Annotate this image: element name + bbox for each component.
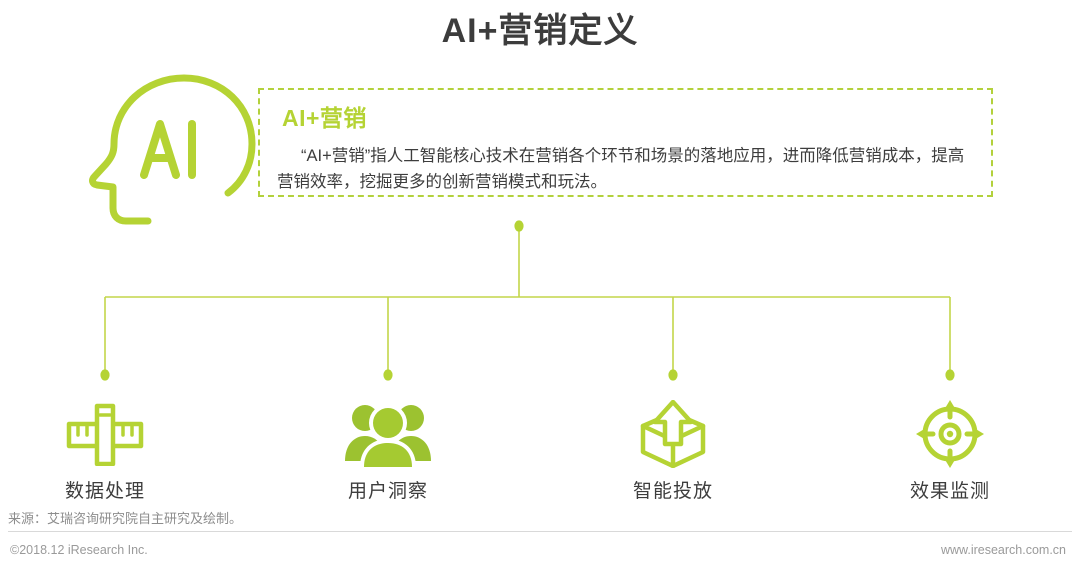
footer-website: www.iresearch.com.cn [940,543,1066,557]
definition-heading: AI+营销 [282,105,367,131]
node-label: 智能投放 [632,481,713,502]
users-group-icon [298,398,478,470]
footer-copyright: ©2018.12 iResearch Inc. [10,543,148,557]
node-label: 数据处理 [64,481,145,502]
footer-divider [8,531,1072,532]
source-note: 来源：艾瑞咨询研究院自主研究及绘制。 [8,511,243,526]
node-label: 用户洞察 [347,481,428,502]
definition-body: “AI+营销”指人工智能核心技术在营销各个环节和场景的落地应用，进而降低营销成本… [277,147,965,191]
node-effect-monitoring[interactable]: 效果监测 [860,398,1040,503]
ruler-data-icon [15,398,195,470]
box-arrow-up-icon [583,398,763,470]
node-smart-delivery[interactable]: 智能投放 [583,398,763,503]
page-title: AI+营销定义 [441,12,639,50]
node-data-processing[interactable]: 数据处理 [15,398,195,503]
node-user-insight[interactable]: 用户洞察 [298,398,478,503]
ai-head-logo [82,68,272,248]
target-crosshair-icon [860,398,1040,470]
node-label: 效果监测 [909,481,990,502]
definition-box: AI+营销 “AI+营销”指人工智能核心技术在营销各个环节和场景的落地应用，进而… [258,88,993,197]
